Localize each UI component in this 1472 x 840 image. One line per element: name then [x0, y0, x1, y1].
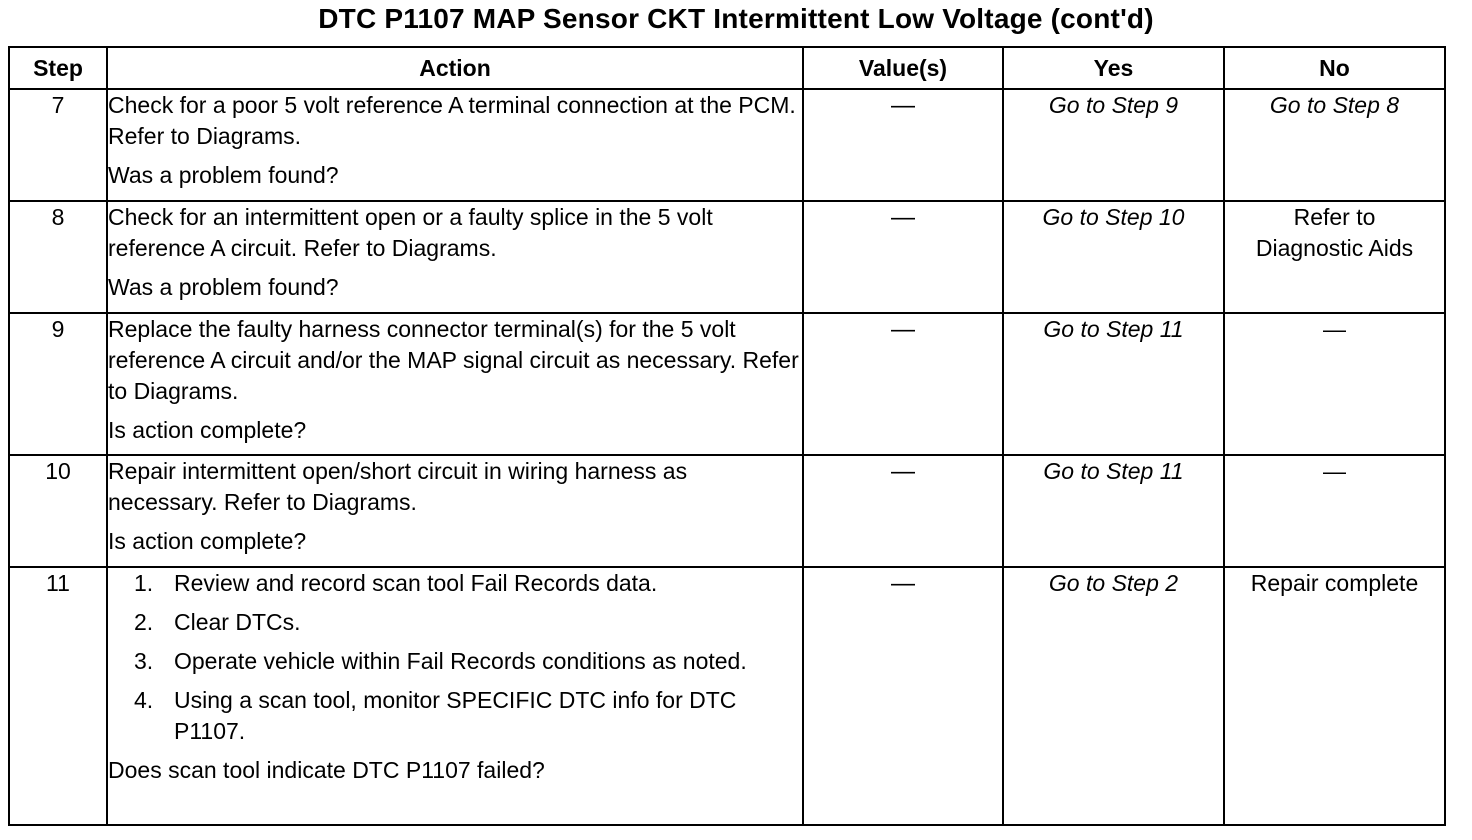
- action-cell: Check for an intermittent open or a faul…: [106, 200, 804, 314]
- header-yes: Yes: [1002, 46, 1225, 90]
- substep-number: 3.: [134, 648, 154, 674]
- no-cell: Repair complete: [1223, 566, 1446, 826]
- yes-link[interactable]: Go to Step 11: [1043, 316, 1184, 342]
- action-question: Is action complete?: [108, 417, 307, 443]
- header-values: Value(s): [802, 46, 1004, 90]
- yes-link[interactable]: Go to Step 9: [1048, 92, 1179, 118]
- action-cell: Replace the faulty harness connector ter…: [106, 312, 804, 456]
- substep-number: 4.: [134, 687, 154, 713]
- step-number: 10: [8, 454, 108, 568]
- header-action: Action: [106, 46, 804, 90]
- action-text: Check for a poor 5 volt reference A term…: [108, 92, 796, 149]
- table-header-row: Step Action Value(s) Yes No: [8, 46, 1446, 90]
- action-question: Does scan tool indicate DTC P1107 failed…: [108, 757, 545, 783]
- no-text-line2: Diagnostic Aids: [1255, 235, 1414, 261]
- table-row: 10 Repair intermittent open/short circui…: [8, 454, 1446, 568]
- yes-cell: Go to Step 11: [1002, 312, 1225, 456]
- yes-cell: Go to Step 11: [1002, 454, 1225, 568]
- yes-link[interactable]: Go to Step 10: [1042, 204, 1185, 230]
- no-text-line1: Refer to: [1293, 204, 1376, 230]
- table-row: 9 Replace the faulty harness connector t…: [8, 312, 1446, 456]
- step-number: 8: [8, 200, 108, 314]
- value-cell: —: [802, 200, 1004, 314]
- step-number: 7: [8, 88, 108, 202]
- action-cell: 1. Review and record scan tool Fail Recor…: [106, 566, 804, 826]
- table-row: 11 1. Review and record scan tool Fail Re…: [8, 566, 1446, 826]
- no-cell: —: [1223, 312, 1446, 456]
- action-cell: Repair intermittent open/short circuit i…: [106, 454, 804, 568]
- substep-number: 2.: [134, 609, 154, 635]
- substep-text: Using a scan tool, monitor SPECIFIC DTC …: [174, 687, 737, 744]
- yes-link[interactable]: Go to Step 2: [1048, 570, 1179, 596]
- table-row: 8 Check for an intermittent open or a fa…: [8, 200, 1446, 314]
- substep-text: Clear DTCs.: [174, 609, 301, 635]
- header-no: No: [1223, 46, 1446, 90]
- substep-item: 2. Clear DTCs.: [108, 607, 802, 638]
- action-question: Is action complete?: [108, 528, 307, 554]
- action-text: Repair intermittent open/short circuit i…: [108, 458, 688, 515]
- no-cell: —: [1223, 454, 1446, 568]
- no-cell: Refer to Diagnostic Aids: [1223, 200, 1446, 314]
- substep-list: 1. Review and record scan tool Fail Recor…: [108, 568, 802, 747]
- substep-text: Review and record scan tool Fail Records…: [174, 570, 658, 596]
- step-number: 9: [8, 312, 108, 456]
- substep-item: 1. Review and record scan tool Fail Recor…: [108, 568, 802, 599]
- action-text: Replace the faulty harness connector ter…: [108, 316, 799, 404]
- yes-cell: Go to Step 10: [1002, 200, 1225, 314]
- table-row: 7 Check for a poor 5 volt reference A te…: [8, 88, 1446, 202]
- no-link[interactable]: Go to Step 8: [1269, 92, 1400, 118]
- substep-number: 1.: [134, 570, 154, 596]
- value-cell: —: [802, 88, 1004, 202]
- value-cell: —: [802, 312, 1004, 456]
- value-cell: —: [802, 566, 1004, 826]
- yes-cell: Go to Step 9: [1002, 88, 1225, 202]
- action-cell: Check for a poor 5 volt reference A term…: [106, 88, 804, 202]
- yes-link[interactable]: Go to Step 11: [1043, 458, 1184, 484]
- no-cell: Go to Step 8: [1223, 88, 1446, 202]
- substep-text: Operate vehicle within Fail Records cond…: [174, 648, 747, 674]
- page-title: DTC P1107 MAP Sensor CKT Intermittent Lo…: [318, 3, 1154, 34]
- step-number: 11: [8, 566, 108, 826]
- action-question: Was a problem found?: [108, 162, 339, 188]
- dtc-procedure-table: Step Action Value(s) Yes No 7 Check for …: [8, 46, 1446, 826]
- header-step: Step: [8, 46, 108, 90]
- substep-item: 4. Using a scan tool, monitor SPECIFIC DT…: [108, 685, 802, 747]
- action-text: Check for an intermittent open or a faul…: [108, 204, 713, 261]
- yes-cell: Go to Step 2: [1002, 566, 1225, 826]
- value-cell: —: [802, 454, 1004, 568]
- substep-item: 3. Operate vehicle within Fail Records co…: [108, 646, 802, 677]
- action-question: Was a problem found?: [108, 274, 339, 300]
